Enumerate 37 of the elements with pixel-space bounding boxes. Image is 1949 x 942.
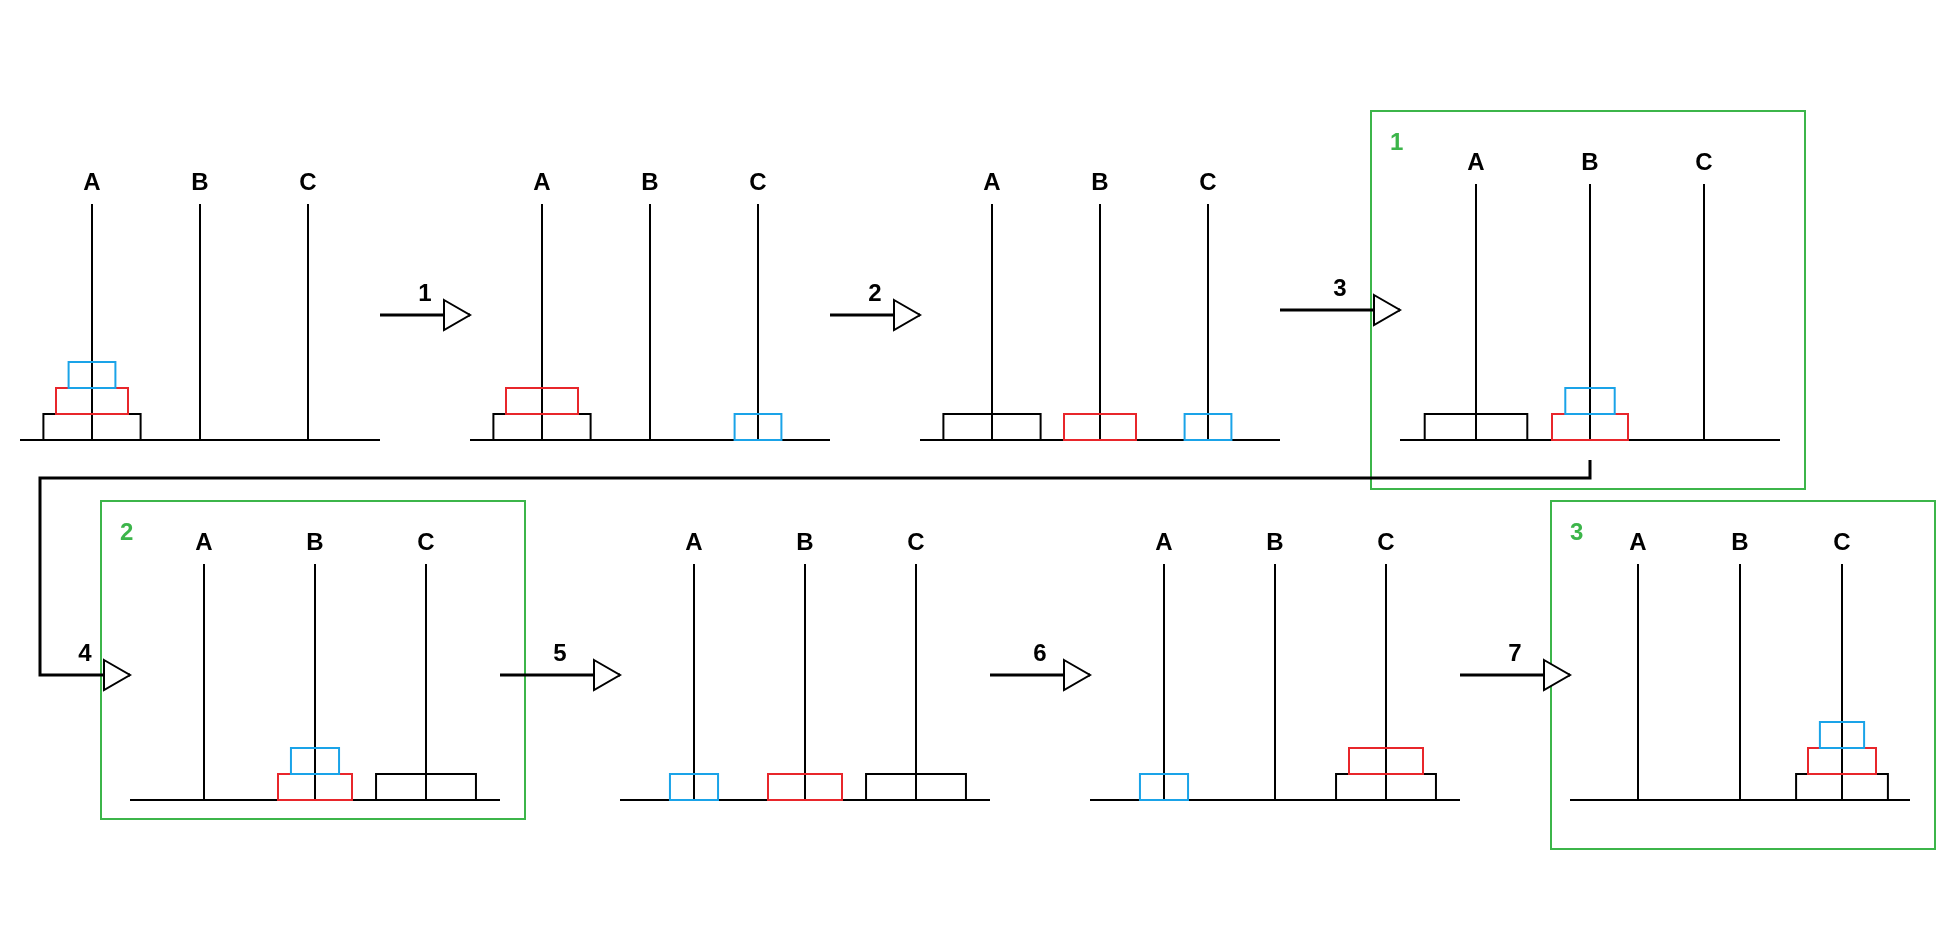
peg-label: C	[1199, 170, 1217, 194]
peg-label: B	[1091, 170, 1109, 194]
highlight-frame	[1550, 500, 1936, 850]
peg-label: B	[796, 530, 814, 554]
peg-label: A	[1629, 530, 1647, 554]
highlight-frame	[100, 500, 526, 820]
peg-label: C	[299, 170, 317, 194]
peg-label: A	[533, 170, 551, 194]
arrow	[1280, 294, 1401, 326]
peg-label: B	[1266, 530, 1284, 554]
peg-label: C	[1695, 150, 1713, 174]
peg-label: C	[1833, 530, 1851, 554]
arrow	[380, 299, 471, 331]
arrow	[830, 299, 921, 331]
peg-label: A	[685, 530, 703, 554]
peg-label: C	[417, 530, 435, 554]
peg-label: C	[749, 170, 767, 194]
arrow	[500, 659, 621, 691]
peg-label: C	[907, 530, 925, 554]
arrow	[38, 459, 1592, 691]
peg-label: A	[195, 530, 213, 554]
peg-label: A	[983, 170, 1001, 194]
step-number: 2	[120, 520, 134, 544]
highlight-frame	[1370, 110, 1806, 490]
step-number: 3	[1570, 520, 1584, 544]
peg-label: A	[1155, 530, 1173, 554]
peg-label: A	[83, 170, 101, 194]
peg-label: B	[641, 170, 659, 194]
arrow	[1460, 659, 1571, 691]
step-number: 1	[1390, 130, 1404, 154]
peg-label: B	[1731, 530, 1749, 554]
arrow	[990, 659, 1091, 691]
peg-label: C	[1377, 530, 1395, 554]
peg-label: B	[191, 170, 209, 194]
peg-label: B	[306, 530, 324, 554]
peg-label: B	[1581, 150, 1599, 174]
peg-label: A	[1467, 150, 1485, 174]
